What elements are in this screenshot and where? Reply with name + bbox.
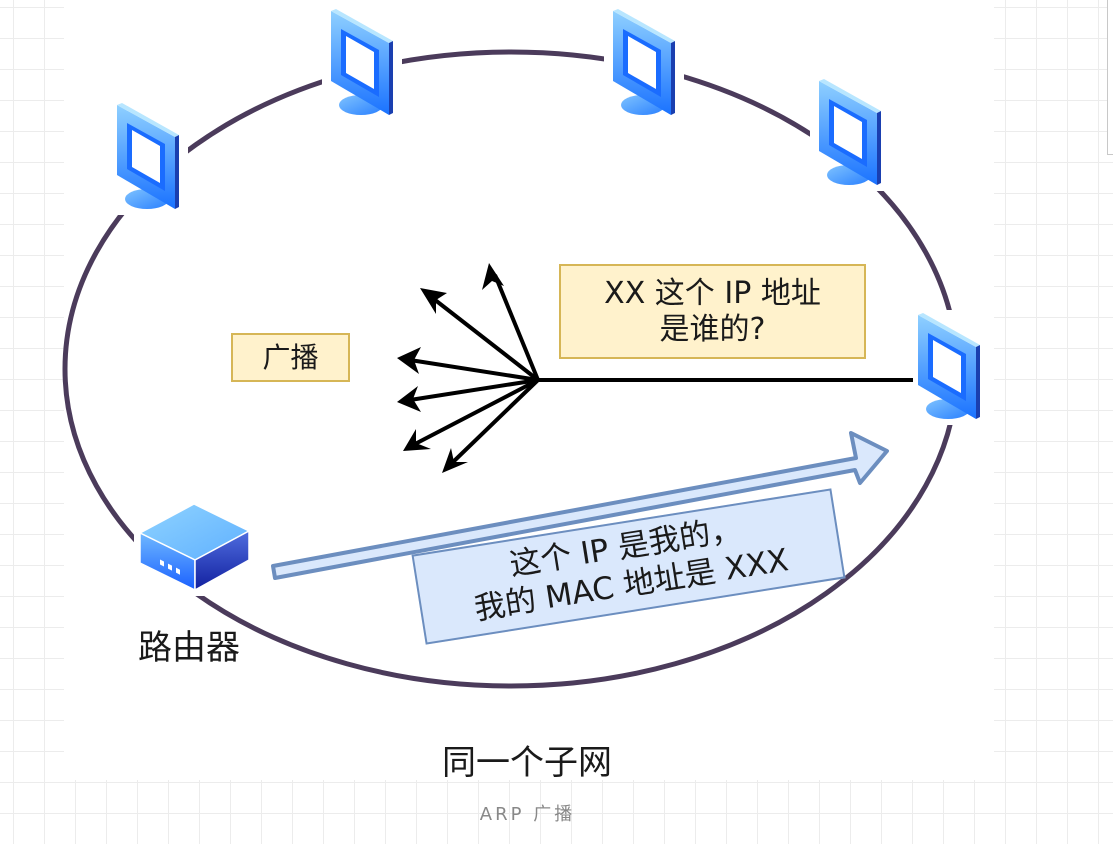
computer-icon — [322, 6, 402, 121]
broadcast-arrows — [397, 263, 540, 473]
router-label: 路由器 — [138, 628, 240, 668]
broadcast-arrow — [397, 378, 539, 412]
target-computer-icon — [910, 310, 990, 425]
broadcast-arrow — [397, 347, 539, 382]
router-icon — [134, 500, 256, 596]
broadcast-label-box: 广播 — [231, 333, 350, 382]
broadcast-arrow — [482, 263, 540, 381]
computer-icon — [810, 76, 890, 191]
arp-request-note: XX 这个 IP 地址 是谁的? — [559, 264, 866, 359]
arp-request-line-1: XX 这个 IP 地址 — [604, 275, 821, 311]
broadcast-arrow — [403, 378, 539, 451]
broadcast-arrow — [442, 378, 540, 473]
broadcast-label: 广播 — [262, 340, 319, 374]
broadcast-arrow — [420, 288, 540, 382]
subnet-label: 同一个子网 — [442, 743, 612, 783]
computer-icon — [108, 100, 188, 215]
reply-arrow — [271, 431, 889, 580]
figure-caption: ARP 广播 — [479, 804, 576, 825]
computer-icon — [604, 6, 684, 121]
arp-request-line-2: 是谁的? — [659, 311, 766, 347]
side-panel-edge — [1107, 0, 1113, 155]
